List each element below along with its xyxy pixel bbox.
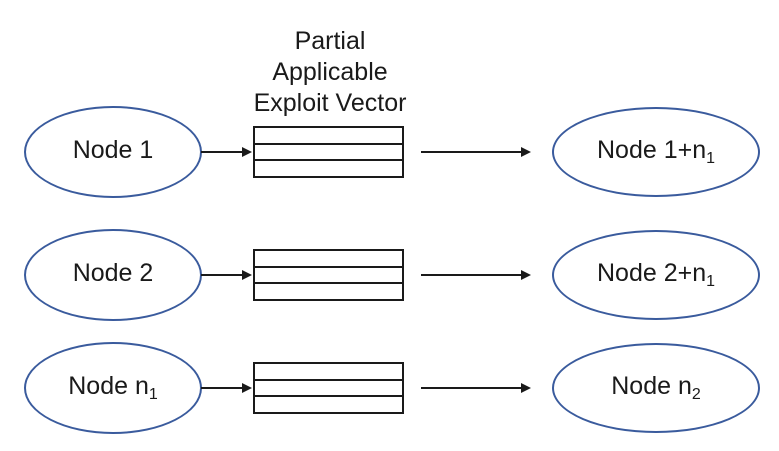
arrow-source-to-vector (201, 387, 243, 389)
vector-segment (255, 364, 402, 379)
exploit-vector-box (253, 249, 404, 301)
target-node-ellipse: Node n2 (552, 343, 760, 433)
arrowhead-icon (521, 270, 531, 280)
arrowhead-icon (242, 270, 252, 280)
node-label-text: Node 1 (72, 136, 154, 164)
source-node-label: Node 1 (73, 136, 154, 168)
target-node-label: Node 1+n1 (597, 136, 715, 168)
arrowhead-icon (242, 383, 252, 393)
source-node-label: Node n1 (68, 372, 158, 404)
arrow-source-to-vector (201, 151, 243, 153)
vector-segment (255, 282, 402, 299)
source-node-ellipse: Node n1 (24, 342, 202, 434)
source-node-ellipse: Node 2 (24, 229, 202, 321)
vector-box-title-line: Partial (294, 27, 366, 55)
arrow-vector-to-target (421, 274, 522, 276)
target-node-label: Node n2 (611, 372, 701, 404)
vector-box-title-line: Applicable (272, 58, 388, 86)
vector-box-title-line: Exploit Vector (253, 89, 407, 117)
node-label-text: Node 2 (72, 259, 154, 287)
target-node-ellipse: Node 1+n1 (552, 107, 760, 197)
arrowhead-icon (521, 147, 531, 157)
arrow-vector-to-target (421, 387, 522, 389)
arrowhead-icon (521, 383, 531, 393)
vector-segment (255, 265, 402, 283)
source-node-label: Node 2 (73, 259, 154, 291)
vector-box-title: Partial Applicable Exploit Vector (225, 26, 435, 119)
arrow-source-to-vector (201, 274, 243, 276)
target-node-label: Node 2+n1 (597, 259, 715, 291)
node-label-subscript: 1 (148, 386, 158, 403)
exploit-vector-box (253, 362, 404, 414)
arrow-vector-to-target (421, 151, 522, 153)
target-node-ellipse: Node 2+n1 (552, 230, 760, 320)
vector-segment (255, 395, 402, 412)
node-label-subscript: 2 (691, 386, 701, 403)
node-label-text: Node 2+n (596, 259, 707, 287)
node-label-subscript: 1 (706, 273, 716, 290)
vector-segment (255, 378, 402, 396)
node-label-text: Node n (68, 372, 149, 400)
arrowhead-icon (242, 147, 252, 157)
node-label-text: Node 1+n (596, 136, 707, 164)
vector-segment (255, 159, 402, 176)
node-label-subscript: 1 (706, 150, 716, 167)
exploit-vector-box (253, 126, 404, 178)
vector-segment (255, 142, 402, 160)
node-label-text: Node n (611, 372, 692, 400)
